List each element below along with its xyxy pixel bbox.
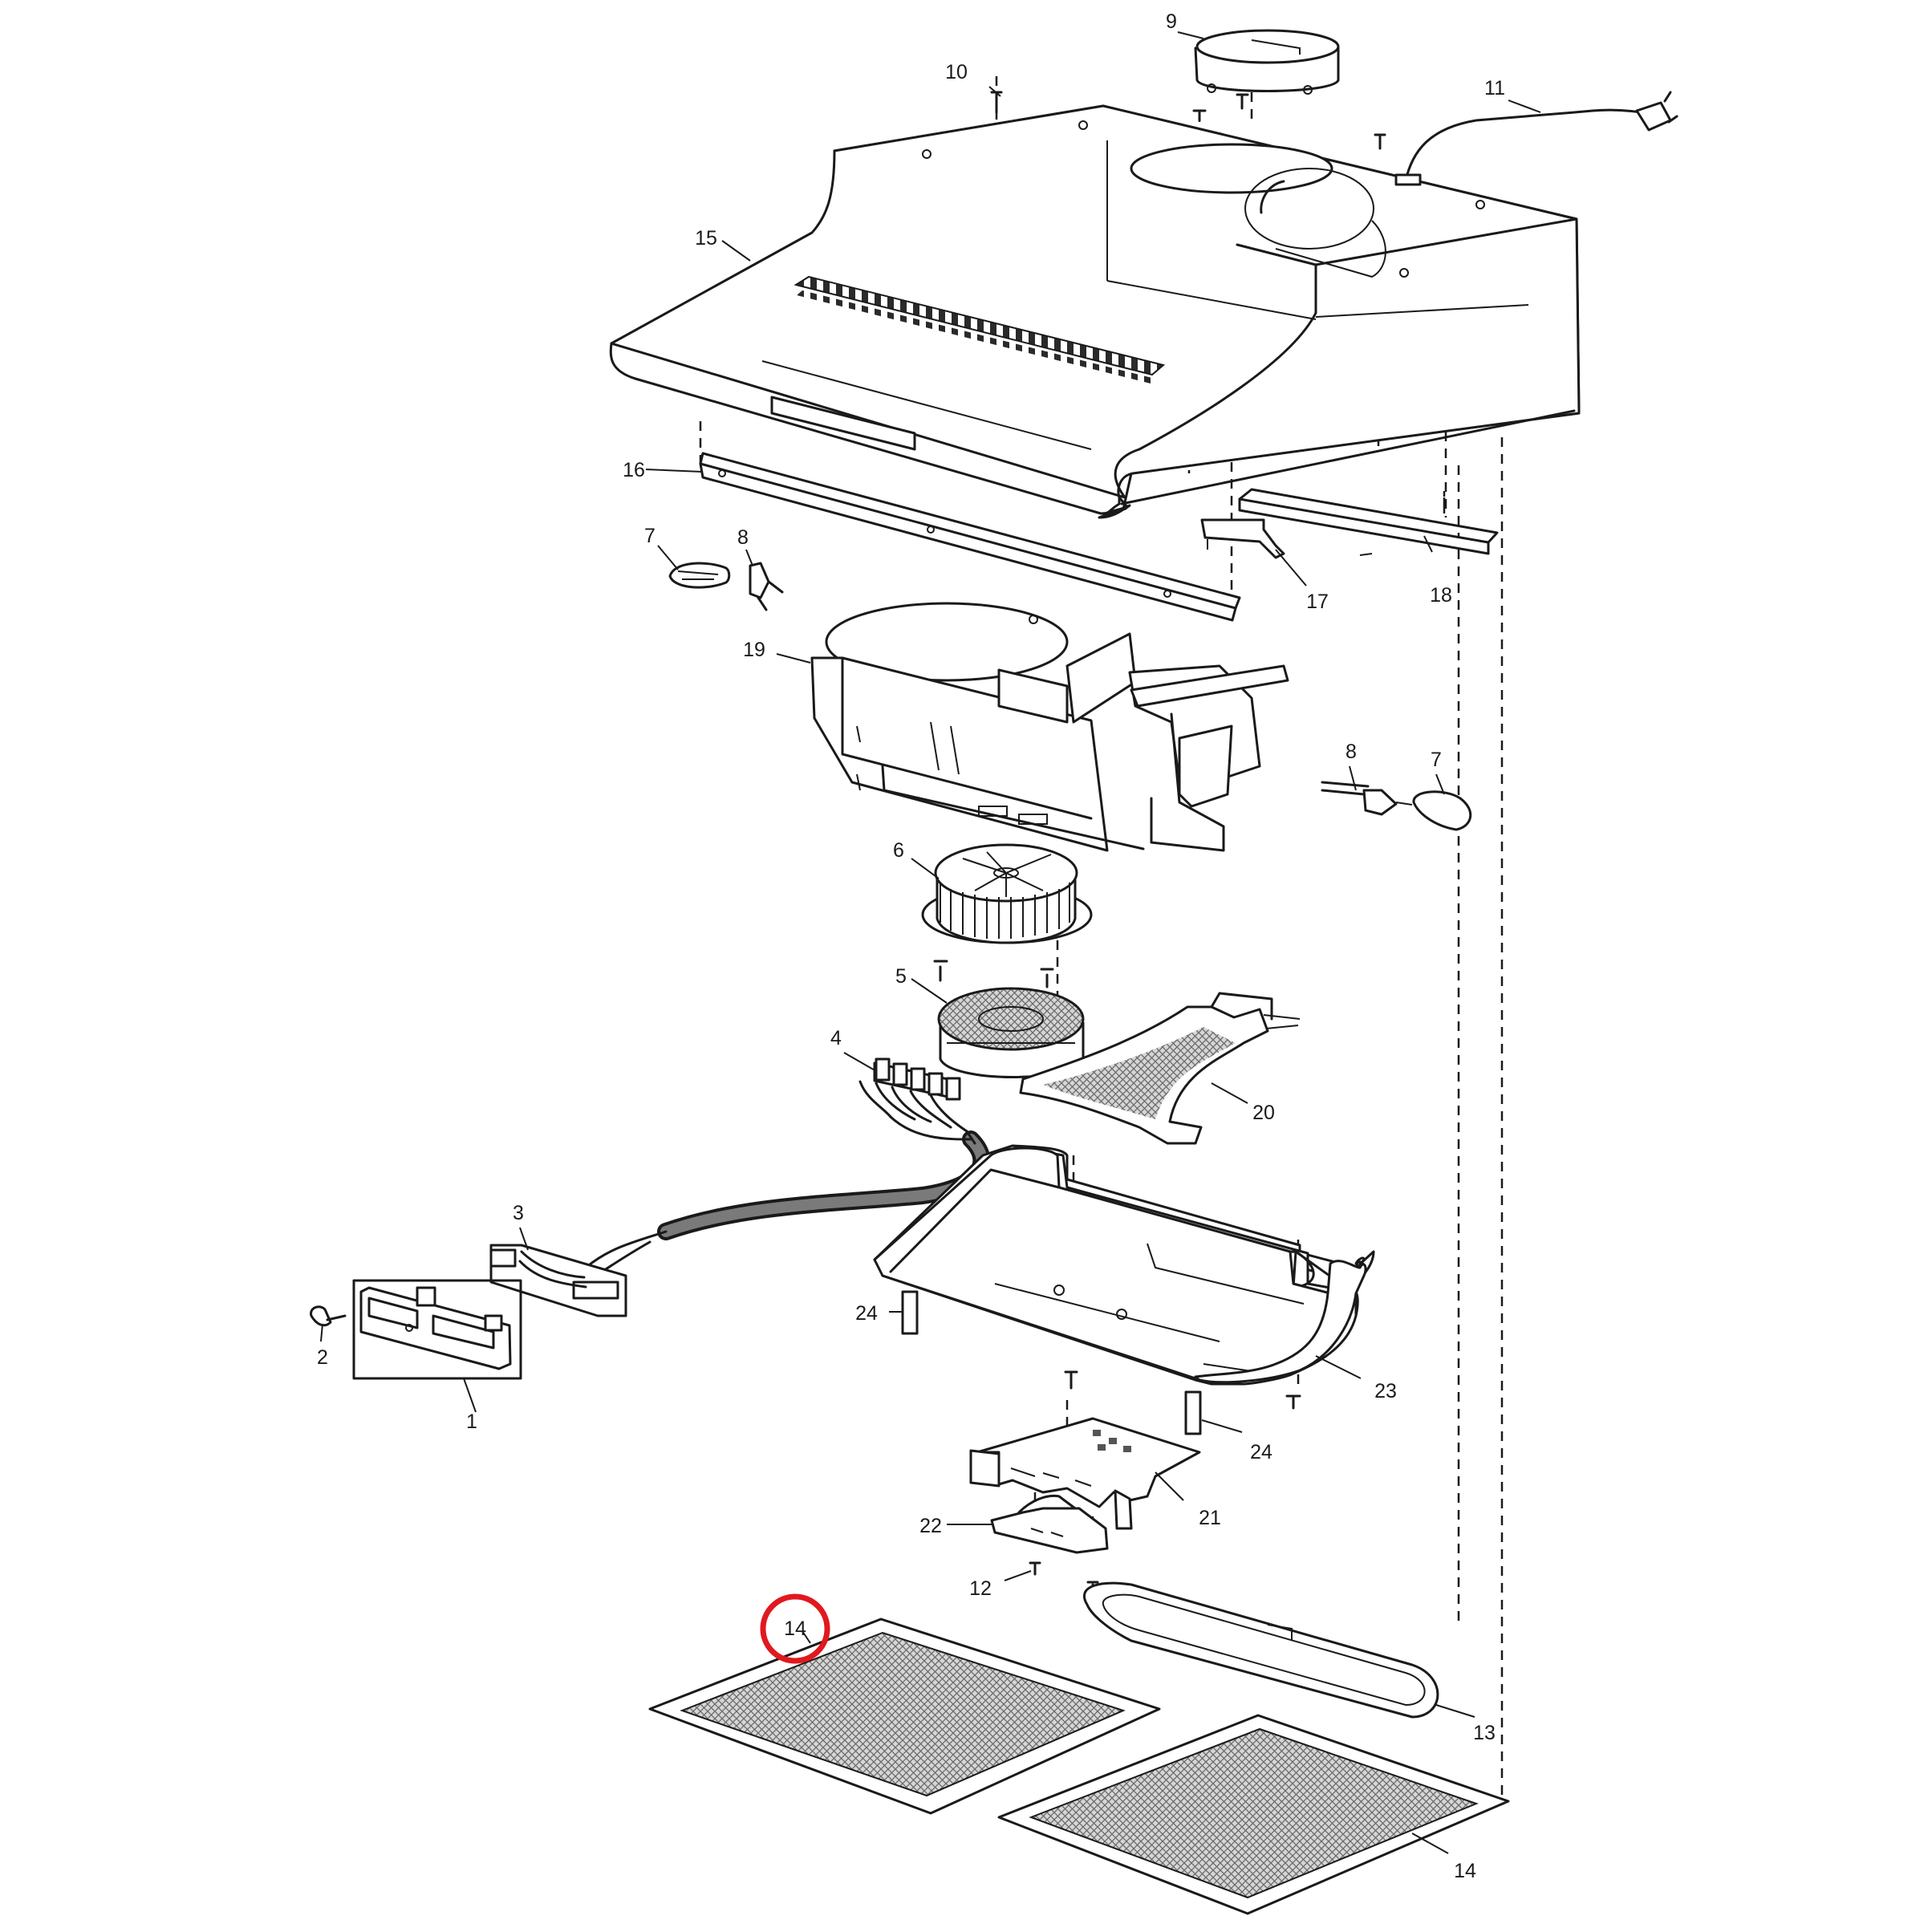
label-part-19: 19 [743, 639, 765, 661]
part-motor-bracket [810, 602, 1289, 852]
label-part-24-right: 24 [1250, 1441, 1272, 1463]
part-front-rail [699, 452, 1241, 622]
part-lamp-left [668, 562, 784, 611]
part-terminal-block [858, 1057, 968, 1133]
part-control-panel [352, 1279, 522, 1380]
part-power-cord [1394, 91, 1678, 186]
part-rear-rail [1200, 488, 1499, 559]
label-part-2: 2 [317, 1346, 328, 1369]
label-part-9: 9 [1166, 10, 1177, 33]
part-duct-collar [1194, 29, 1340, 95]
label-part-23: 23 [1374, 1380, 1397, 1402]
part-labels: 1 2 3 4 5 6 7 7 8 8 9 10 11 12 13 14 14 … [317, 10, 1505, 1882]
label-part-7-left: 7 [644, 525, 656, 547]
part-grease-filter-right [997, 1714, 1510, 1915]
label-part-20: 20 [1252, 1102, 1275, 1124]
label-part-16: 16 [623, 459, 645, 481]
label-part-22: 22 [919, 1515, 942, 1537]
label-part-8-left: 8 [737, 526, 749, 549]
label-part-11: 11 [1484, 77, 1505, 99]
label-part-6: 6 [893, 839, 904, 862]
part-blower-wheel [921, 843, 1093, 988]
label-part-7-right: 7 [1431, 749, 1442, 771]
part-connector [489, 1244, 627, 1317]
label-part-18: 18 [1430, 584, 1452, 607]
label-part-21: 21 [1199, 1507, 1221, 1529]
leader-lines [320, 31, 1541, 1854]
part-clip [990, 1494, 1109, 1598]
part-oval-gasket [1083, 1581, 1439, 1719]
label-part-15: 15 [695, 227, 717, 250]
label-part-5: 5 [895, 965, 907, 988]
label-part-4: 4 [830, 1027, 842, 1049]
part-lower-tray [873, 1144, 1375, 1410]
highlight-circle [760, 1593, 830, 1664]
part-mounting-plate [969, 1417, 1201, 1530]
label-part-8-right: 8 [1346, 741, 1357, 763]
label-part-17: 17 [1306, 591, 1329, 613]
label-part-10: 10 [945, 61, 968, 83]
part-cable-clip [1019, 992, 1301, 1145]
part-lamp-right [1321, 781, 1472, 831]
part-grease-filter-left [648, 1617, 1161, 1815]
label-part-14-right: 14 [1454, 1860, 1476, 1882]
label-part-12: 12 [969, 1577, 992, 1600]
label-part-24-left: 24 [855, 1302, 878, 1325]
label-part-1: 1 [466, 1410, 477, 1433]
part-hood-body [609, 104, 1581, 519]
label-part-13: 13 [1473, 1722, 1496, 1744]
label-part-14-left: 14 [784, 1617, 806, 1640]
label-part-3: 3 [513, 1202, 524, 1224]
part-screw-2 [310, 1305, 347, 1327]
part-carbon-filter [937, 987, 1085, 1078]
